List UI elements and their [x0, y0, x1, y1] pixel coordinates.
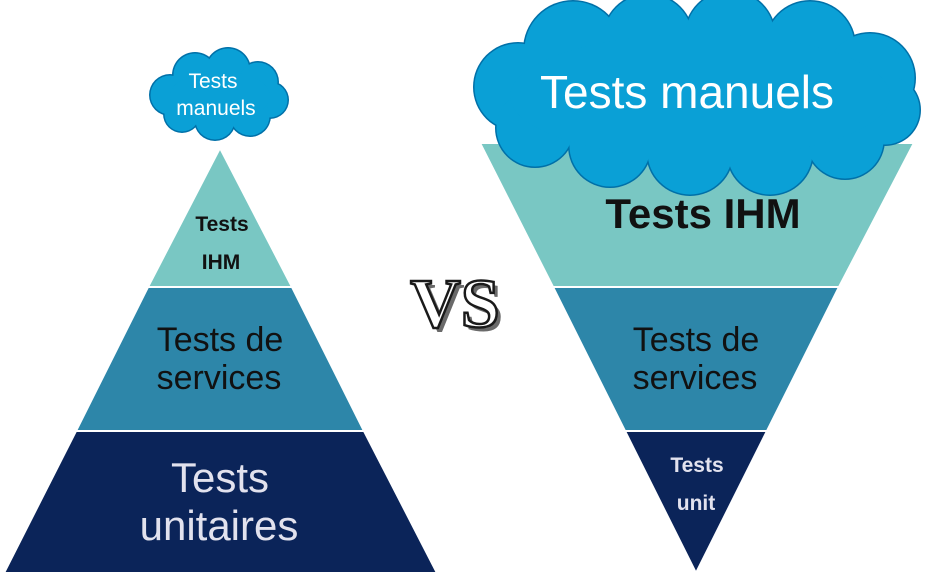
right-tier-services-label-line1: Tests de — [633, 321, 760, 359]
left-tier-ihm-label-line2: IHM — [202, 251, 241, 274]
left-cloud-label-line1: Tests — [188, 70, 237, 93]
right-cloud: Tests manuels — [473, 0, 921, 196]
vs-label: VS — [410, 266, 499, 343]
right-tier-unit-label-line1: Tests — [670, 454, 723, 477]
left-tier-ihm-label-line1: Tests — [195, 213, 248, 236]
left-cloud-label-line2: manuels — [176, 97, 255, 120]
right-cloud-label: Tests manuels — [540, 66, 834, 118]
right-tier-services-label-line2: services — [633, 359, 758, 397]
vs-separator: VS VS — [409, 265, 504, 347]
left-tier-services-label-line1: Tests de — [157, 321, 284, 359]
right-pyramid: Tests manuels Tests IHM Tests de service… — [473, 0, 921, 576]
left-pyramid: Tests manuels Tests IHM Tests de service… — [2, 47, 439, 574]
left-tier-unitaires-label-line1: Tests — [171, 454, 269, 501]
right-tier-unit — [623, 430, 769, 576]
left-tier-unitaires-label-line2: unitaires — [140, 502, 299, 549]
left-tier-services-label-line2: services — [157, 359, 282, 397]
left-tier-unitaires — [2, 430, 439, 574]
right-tier-ihm-label: Tests IHM — [605, 190, 800, 237]
vs-label-shadow: VS — [414, 270, 503, 347]
left-cloud: Tests manuels — [149, 47, 289, 141]
right-tier-unit-label-line2: unit — [677, 492, 715, 515]
